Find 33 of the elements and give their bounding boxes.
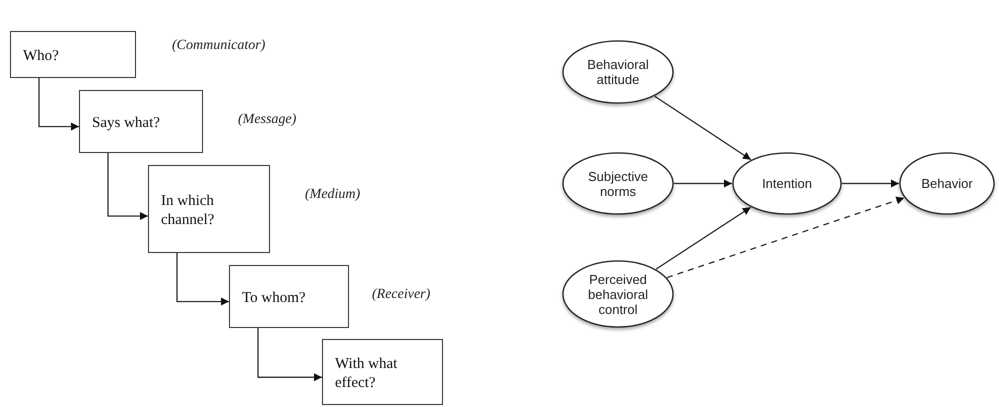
annotation-label: (Communicator) xyxy=(172,37,266,55)
annotation-label: (Receiver) xyxy=(372,286,430,304)
arrow xyxy=(842,180,899,188)
process-box xyxy=(79,90,203,153)
box-text: Who? xyxy=(23,47,60,66)
box-text: To whom? xyxy=(242,289,307,308)
process-box xyxy=(148,165,270,253)
ellipse-node xyxy=(562,152,674,215)
ellipse-node xyxy=(899,152,995,215)
annotation-label: (Message) xyxy=(238,111,296,129)
process-box xyxy=(10,31,136,78)
annotation-label: (Medium) xyxy=(305,186,360,204)
arrow xyxy=(107,153,148,220)
process-box xyxy=(229,265,349,328)
process-box xyxy=(322,339,443,405)
node-label: Perceived behavioral control xyxy=(587,272,649,316)
arrow xyxy=(654,96,752,160)
arrow xyxy=(176,253,229,306)
node-label: Subjective norms xyxy=(587,168,649,198)
box-text: Says what? xyxy=(92,114,161,133)
arrow xyxy=(666,196,904,278)
ellipse-node xyxy=(562,260,674,328)
arrow xyxy=(38,78,79,131)
node-label: Behavior xyxy=(921,176,973,191)
arrow xyxy=(257,328,322,382)
arrow xyxy=(656,206,752,270)
node-label: Behavioral attitude xyxy=(586,57,650,87)
node-label: Intention xyxy=(762,176,812,191)
box-text: In which channel? xyxy=(161,192,216,230)
box-text: With what effect? xyxy=(335,355,398,393)
arrow xyxy=(674,180,732,188)
ellipse-node xyxy=(732,152,842,215)
ellipse-node xyxy=(562,40,674,104)
